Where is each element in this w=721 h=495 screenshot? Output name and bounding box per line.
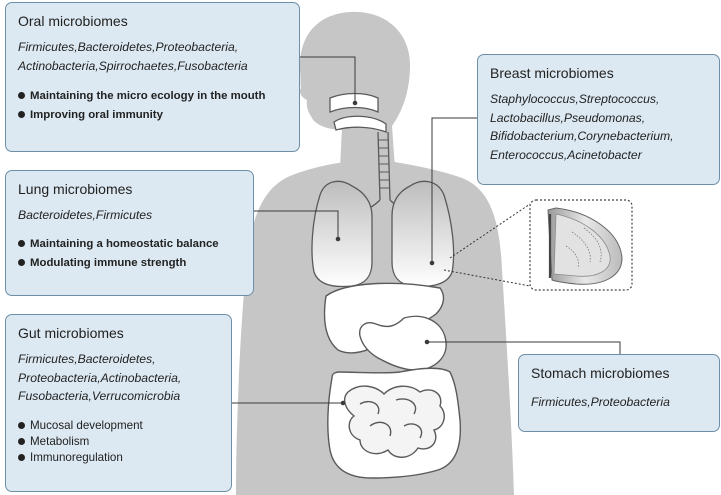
- inset-connector-bottom: [443, 269, 531, 287]
- stomach-connector: [428, 341, 621, 354]
- right-lung: [391, 180, 455, 288]
- gut-functions: Mucosal development Metabolism Immunoreg…: [18, 418, 219, 466]
- breast-species-line: Enterococcus,Acinetobacter: [490, 147, 642, 162]
- connectors: [232, 56, 621, 406]
- left-lung: [311, 180, 373, 288]
- breast-title: Breast microbiomes: [490, 65, 614, 81]
- intestines: [327, 367, 462, 479]
- gut-function-item: Immunoregulation: [18, 450, 219, 466]
- gut-function-item: Mucosal development: [18, 418, 219, 434]
- gut-species-line: Proteobacteria,Actinobacteria,: [18, 370, 182, 385]
- lung-connector-dot: [335, 236, 341, 242]
- lung-functions: Maintaining a homeostatic balance Modula…: [18, 235, 241, 273]
- stomach-microbiomes-box: Stomach microbiomes Firmicutes,Proteobac…: [518, 354, 720, 432]
- breast-connector-dot: [429, 260, 435, 266]
- breast-inset-icon: [547, 207, 623, 285]
- oral-function-item: Improving oral immunity: [18, 106, 287, 125]
- oral-species-line: Firmicutes,Bacteroidetes,Proteobacteria,: [18, 40, 239, 54]
- lung-function-item: Modulating immune strength: [18, 254, 241, 273]
- oral-function-item: Maintaining the micro ecology in the mou…: [18, 87, 287, 106]
- oral-functions: Maintaining the micro ecology in the mou…: [18, 87, 287, 125]
- pharynx: [333, 115, 387, 133]
- oral-species-line: Actinobacteria,Spirrochaetes,Fusobacteri…: [18, 58, 248, 73]
- neck: [340, 126, 395, 168]
- trachea: [377, 131, 391, 201]
- gut-microbiomes-box: Gut microbiomes Firmicutes,Bacteroidetes…: [5, 314, 232, 492]
- oral-connector-dot: [352, 100, 358, 106]
- inset-connector-top: [449, 203, 531, 259]
- gut-species-line: Firmicutes,Bacteroidetes,: [18, 352, 156, 366]
- small-intestine: [343, 385, 445, 458]
- trachea-rings: [378, 139, 390, 189]
- lung-species-line: Bacteroidetes,Firmicutes: [18, 208, 153, 222]
- lung-function-item: Maintaining a homeostatic balance: [18, 235, 241, 254]
- gut-species-line: Fusobacteria,Verrucomicrobia: [18, 389, 181, 403]
- breast-connector: [431, 117, 477, 262]
- stomach-title: Stomach microbiomes: [531, 365, 670, 381]
- stomach-connector-dot: [424, 339, 430, 345]
- oral-connector: [300, 56, 356, 102]
- breast-microbiomes-box: Breast microbiomes Staphylococcus,Strept…: [477, 54, 720, 185]
- breast-species-line: Bifidobacterium,Corynebacterium,: [490, 129, 674, 143]
- gut-title: Gut microbiomes: [18, 325, 124, 341]
- breast-species-line: Staphylococcus,Streptococcus,: [490, 92, 660, 106]
- breast-species-line: Lactobacillus,Pseudomonas,: [490, 110, 646, 125]
- stomach-species-line: Firmicutes,Proteobacteria: [531, 395, 670, 409]
- oral-microbiomes-box: Oral microbiomes Firmicutes,Bacteroidete…: [5, 2, 300, 152]
- lung-connector: [254, 210, 339, 238]
- lung-microbiomes-box: Lung microbiomes Bacteroidetes,Firmicute…: [5, 170, 254, 296]
- gut-connector-dot: [340, 400, 346, 406]
- gut-function-item: Metabolism: [18, 434, 219, 450]
- lung-title: Lung microbiomes: [18, 181, 133, 197]
- oral-title: Oral microbiomes: [18, 13, 128, 29]
